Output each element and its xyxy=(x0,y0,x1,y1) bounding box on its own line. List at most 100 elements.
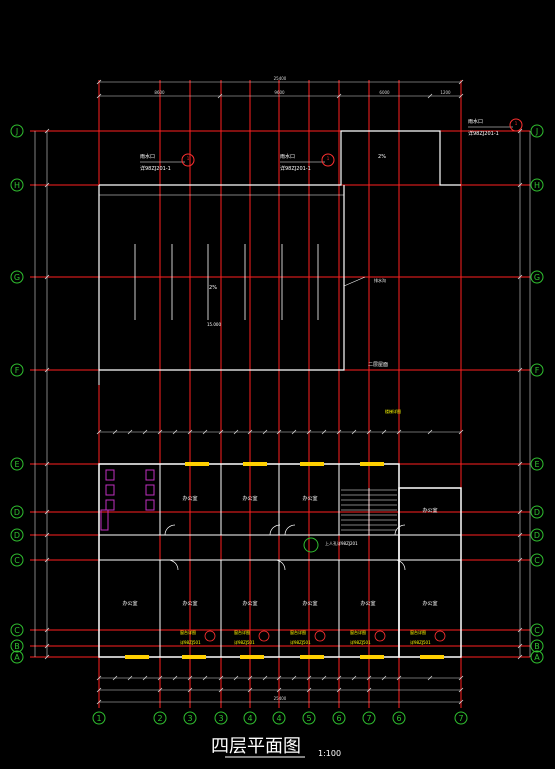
window-note-sub: 详98ZJ501 xyxy=(410,639,431,645)
axis-label-h: A xyxy=(534,653,540,662)
window-opening xyxy=(182,655,206,659)
dim-top-seg-label: 8600 xyxy=(154,90,165,95)
roof-outline-body xyxy=(98,185,345,371)
dim-mid-detail-tick xyxy=(381,429,387,435)
axis-label-h: D xyxy=(14,508,20,517)
roof-slope-label: 2% xyxy=(209,285,217,291)
roof-note-bubble xyxy=(181,153,195,167)
toilet-fixture xyxy=(105,469,115,481)
window-note-text: 窗台详图 xyxy=(410,629,426,635)
axis-label-h: G xyxy=(534,273,540,282)
axis-label-h: C xyxy=(534,626,540,635)
dim-top-seg-label: 1200 xyxy=(440,90,451,95)
dim-top-seg-label: 9600 xyxy=(274,90,285,95)
door-swing xyxy=(394,559,406,571)
dim-mid-detail-tick xyxy=(291,429,297,435)
axis-label-v: 1 xyxy=(96,714,101,723)
dim-bottom-detail-tick xyxy=(306,675,312,681)
door-swing xyxy=(394,524,406,536)
roof-outline-top xyxy=(99,130,461,186)
dim-side-tick xyxy=(44,654,50,660)
toilet-fixture xyxy=(145,484,155,496)
dim-bottom-detail-tick xyxy=(172,675,178,681)
axis-label-h: B xyxy=(534,642,540,651)
corridor-note: 上人孔详98ZJ201 xyxy=(325,540,358,546)
axis-bubble-h xyxy=(530,623,544,637)
dim-top-total-tick xyxy=(96,79,102,85)
toilet-fixture xyxy=(105,499,115,511)
dim-mid-detail-tick xyxy=(336,429,342,435)
window-note-sub: 详98ZJ501 xyxy=(180,639,201,645)
roof-note-text: 雨水口 xyxy=(468,118,483,125)
axis-grid xyxy=(30,80,530,708)
axis-bubble-h xyxy=(10,124,24,138)
corridor-note-bubble xyxy=(303,537,319,553)
axis-label-h: G xyxy=(14,273,20,282)
axis-label-v: 6 xyxy=(396,714,401,723)
window-opening xyxy=(125,655,149,659)
dim-side-tick xyxy=(517,182,523,188)
dim-bottom-detail-tick xyxy=(458,675,464,681)
axis-label-h: D xyxy=(534,531,540,540)
dim-side-tick xyxy=(517,532,523,538)
axis-label-h: F xyxy=(15,366,20,375)
building-walls xyxy=(98,130,462,658)
dim-top-seg-tick xyxy=(336,93,342,99)
dim-side-tick xyxy=(44,557,50,563)
dim-mid-detail-tick xyxy=(172,429,178,435)
window-opening xyxy=(420,655,444,659)
dim-mid-detail-tick xyxy=(112,429,118,435)
roof-note-text: 雨水口 xyxy=(140,153,155,160)
dim-top-total-tick xyxy=(458,79,464,85)
axis-bubble-h xyxy=(530,505,544,519)
dim-bottom-detail-tick xyxy=(291,675,297,681)
drawing-title: 四层平面图 xyxy=(211,736,301,757)
axis-label-h: D xyxy=(14,531,20,540)
axis-label-h: E xyxy=(14,460,19,469)
window-note-bubble xyxy=(374,630,386,642)
dim-mid-detail-tick xyxy=(187,429,193,435)
rooms-layer: 办公室办公室办公室办公室办公室办公室办公室办公室办公室办公室上人孔详98ZJ20… xyxy=(100,408,446,659)
axis-label-v: 4 xyxy=(247,714,252,723)
axis-bubble-v xyxy=(392,711,406,725)
axis-bubble-v xyxy=(302,711,316,725)
window-note-text: 窗台详图 xyxy=(180,629,196,635)
dim-bottom-detail-tick xyxy=(218,675,224,681)
axis-label-h: C xyxy=(534,556,540,565)
roof-note-bubble xyxy=(321,153,335,167)
dim-bottom-total-tick xyxy=(458,699,464,705)
dim-top-seg-tick xyxy=(427,93,433,99)
room-label: 办公室 xyxy=(242,495,257,502)
room-label: 办公室 xyxy=(242,600,257,607)
window-note-bubble xyxy=(204,630,216,642)
window-opening xyxy=(300,655,324,659)
roof-leader xyxy=(343,276,366,287)
dim-bottom-axes-tick xyxy=(366,687,372,693)
dim-side-tick xyxy=(517,509,523,515)
axis-bubble-v xyxy=(362,711,376,725)
dim-mid-detail-tick xyxy=(351,429,357,435)
door-swing xyxy=(269,524,281,536)
roof-gutter-label: 排水沟 xyxy=(374,277,386,283)
roof-name-label: 二层屋面 xyxy=(368,362,388,368)
dim-top-seg-tick xyxy=(217,93,223,99)
dim-mid-detail-tick xyxy=(458,429,464,435)
door-swing xyxy=(274,559,286,571)
room-label: 办公室 xyxy=(422,600,437,607)
dim-side-tick xyxy=(517,274,523,280)
door-swing xyxy=(167,559,179,571)
axis-bubble-h xyxy=(530,528,544,542)
dim-side-tick xyxy=(44,128,50,134)
axis-bubble-h xyxy=(10,639,24,653)
dim-bottom-detail-tick xyxy=(247,675,253,681)
window-opening xyxy=(240,655,264,659)
dim-side-tick xyxy=(517,128,523,134)
dim-bottom-axes-tick xyxy=(187,687,193,693)
dim-side-tick xyxy=(44,274,50,280)
axis-bubble-h xyxy=(530,639,544,653)
dim-bottom-detail-tick xyxy=(427,675,433,681)
dim-side-tick xyxy=(44,461,50,467)
axis-bubble-h xyxy=(10,623,24,637)
window-note-bubble xyxy=(314,630,326,642)
dim-bottom-detail-tick xyxy=(262,675,268,681)
